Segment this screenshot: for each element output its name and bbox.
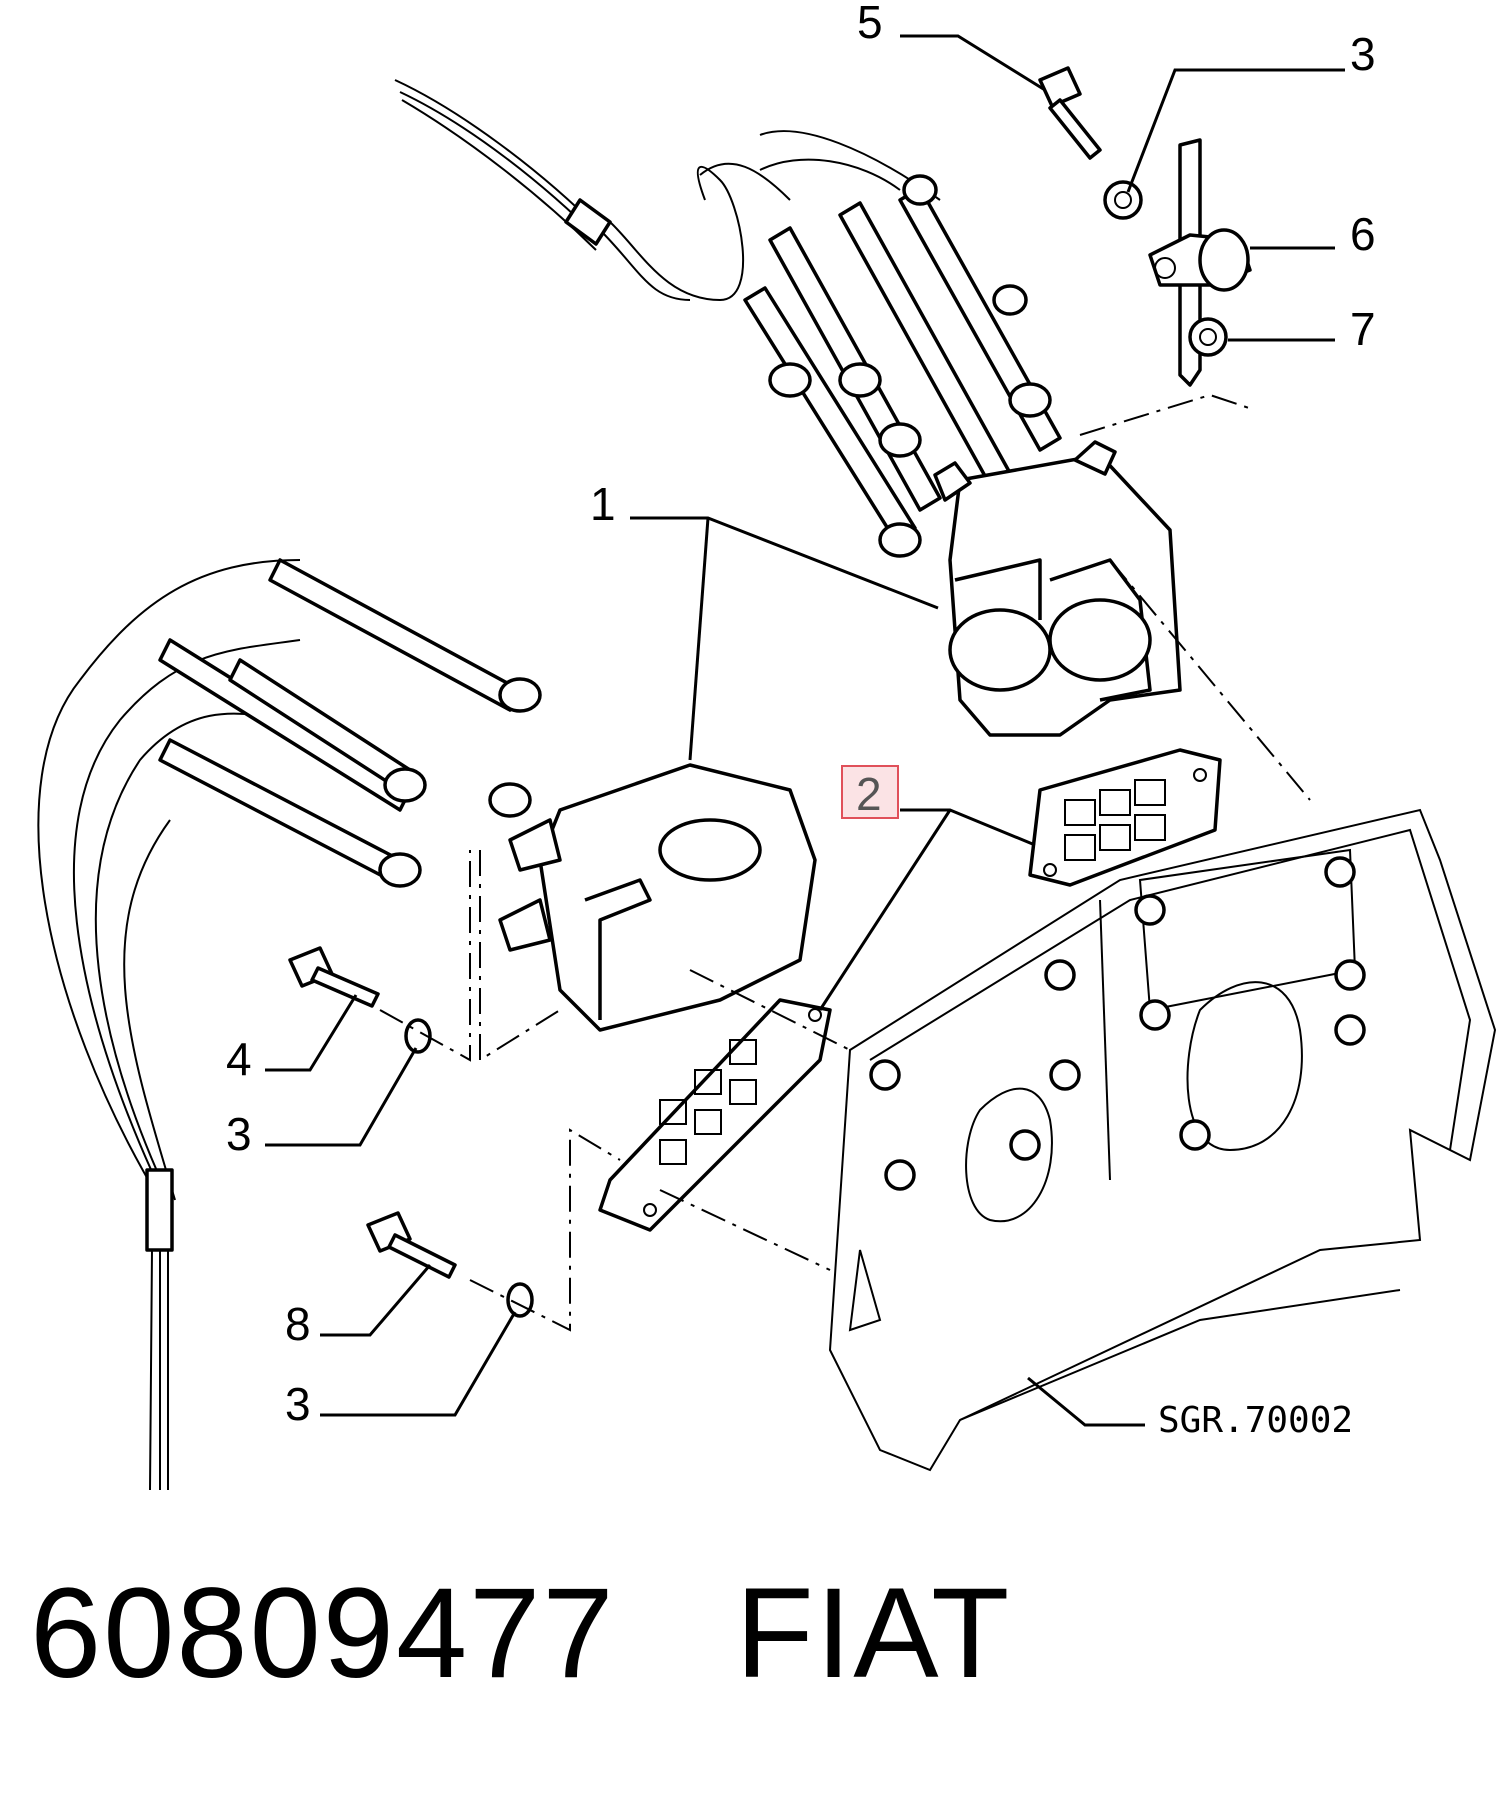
leader-lines — [265, 34, 1345, 1427]
bracket-hardware — [1038, 66, 1256, 436]
ignition-coil-upper — [933, 440, 1182, 737]
callout-3-mid: 3 — [226, 1108, 252, 1160]
ignition-leads-lower — [37, 558, 542, 1491]
washer-part-3-bottom — [469, 1128, 621, 1332]
highlight-box — [841, 765, 899, 819]
callout-2-highlight: 2 — [841, 765, 899, 820]
callout-4: 4 — [226, 1033, 252, 1085]
part-caption: 60809477 FIAT — [30, 1560, 1011, 1705]
drawing-code: SGR.70002 — [1158, 1400, 1353, 1441]
callout-7: 7 — [1350, 303, 1376, 355]
screw-part-8 — [366, 1211, 457, 1279]
gasket-part-2 — [598, 748, 1222, 1232]
callout-1: 1 — [590, 478, 616, 530]
part-number: 60809477 — [30, 1562, 616, 1705]
callout-2: 2 — [856, 768, 882, 820]
screw-part-4 — [288, 946, 380, 1008]
ignition-coil-lower — [479, 763, 817, 1062]
callout-labels: 5 3 6 7 1 2 4 3 8 3 SGR.70002 — [226, 0, 1376, 1441]
callout-8: 8 — [285, 1298, 311, 1350]
callout-6: 6 — [1350, 208, 1376, 260]
mounting-panel — [659, 559, 1497, 1472]
callout-3-top: 3 — [1350, 28, 1376, 80]
callout-3-bottom: 3 — [285, 1378, 311, 1430]
callout-5: 5 — [857, 0, 883, 48]
panel-nuts — [869, 856, 1366, 1191]
brand-name: FIAT — [735, 1562, 1012, 1705]
washer-part-3-mid — [379, 850, 471, 1062]
